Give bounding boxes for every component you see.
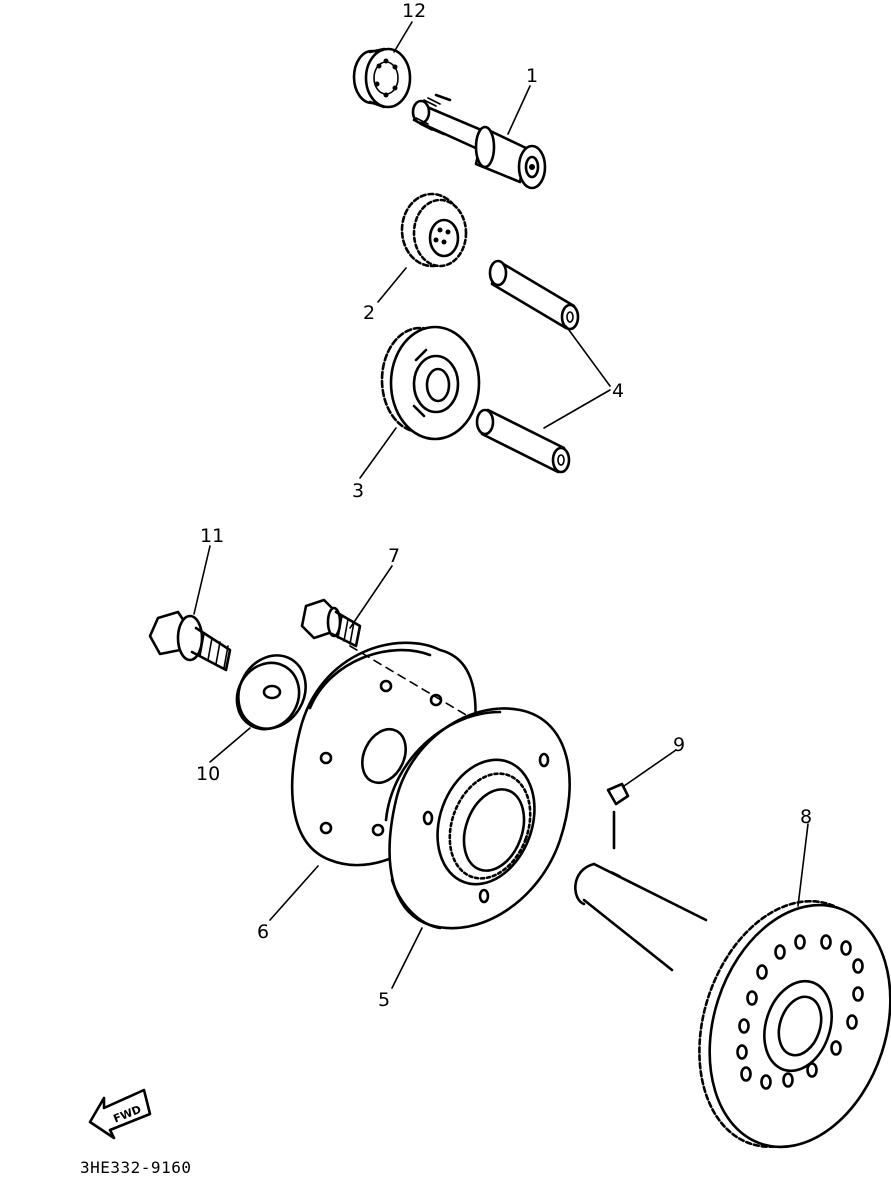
callout-1: 1	[526, 65, 538, 87]
part-1-shaft	[411, 93, 547, 190]
part-4-pin-lower	[475, 408, 571, 474]
callout-2: 2	[363, 302, 375, 324]
callout-6: 6	[257, 921, 269, 943]
diagram-code: 3HE332-9160	[80, 1158, 192, 1177]
callout-4: 4	[612, 380, 624, 402]
callout-8: 8	[800, 806, 812, 828]
callout-11: 11	[200, 525, 224, 547]
callout-10: 10	[196, 763, 220, 785]
callout-5: 5	[378, 989, 390, 1011]
callout-3: 3	[352, 480, 364, 502]
shaft-phantom	[574, 862, 708, 972]
callout-9: 9	[673, 734, 685, 756]
callout-7: 7	[388, 545, 400, 567]
part-7-bolt	[300, 598, 362, 648]
part-9-key	[606, 782, 630, 850]
part-3-gear	[380, 325, 481, 441]
part-8-large-gear	[698, 899, 891, 1149]
fwd-arrow: FWD	[88, 1088, 152, 1140]
part-2-gear	[400, 192, 468, 268]
callout-12: 12	[402, 0, 426, 22]
part-5-clutch-housing	[384, 707, 571, 930]
part-10-washer	[235, 654, 307, 731]
part-12-bearing	[352, 47, 412, 109]
leader-lines	[193, 21, 809, 989]
part-4-pin-upper	[488, 259, 580, 331]
part-11-bolt	[148, 610, 232, 672]
